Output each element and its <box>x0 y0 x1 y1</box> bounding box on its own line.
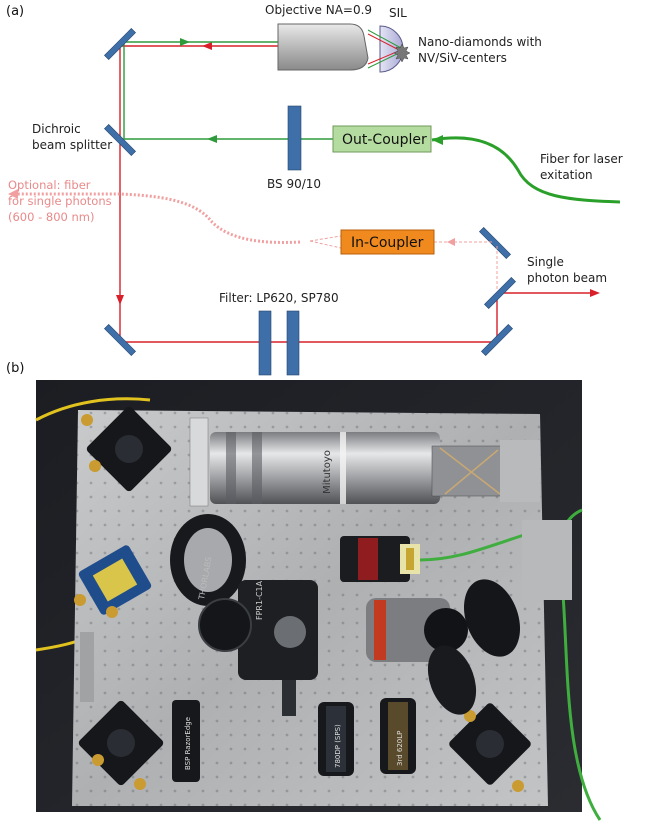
photo-fpr-mount: FPR1-C1A <box>198 580 318 716</box>
mirror-bottom-left <box>104 324 136 356</box>
mirror-top-left <box>104 28 136 60</box>
in-coupler-dashes <box>309 235 498 290</box>
sil-label: SIL <box>389 6 407 20</box>
out-coupler-label: Out-Coupler <box>342 132 427 148</box>
dichroic-beam-splitter <box>104 124 136 156</box>
mirrors <box>104 28 516 356</box>
out-coupler-box <box>332 125 432 153</box>
laser-fiber-arrow <box>432 135 443 145</box>
photo-left-post <box>80 632 94 702</box>
mirror-bottom-right <box>481 324 513 356</box>
nanodiamonds-label-2: NV/SiV-centers <box>418 51 507 65</box>
flip-mirror-single-photon <box>484 277 516 309</box>
photo-mirror-mount-bl <box>78 700 164 790</box>
fiber-laser-label-1: Fiber for laser <box>540 152 623 166</box>
photo-fpr-text: FPR1-C1A <box>255 580 264 620</box>
photo-objective: Mitutoyo <box>189 417 540 507</box>
in-coupler-arrow <box>447 238 455 246</box>
setup-photo: Mitutoyo <box>35 380 602 821</box>
photo-thorlabs-ring: THORLABS <box>170 514 246 606</box>
nanodiamonds-label-1: Nano-diamonds with <box>418 35 542 49</box>
photo-filter3-text: 3rd 620LP <box>396 731 404 766</box>
optional-fiber <box>18 192 301 244</box>
photo-right-bracket <box>522 520 572 600</box>
in-coupler-box <box>340 229 435 255</box>
objective <box>277 23 369 71</box>
photo-lens-holder-1 <box>463 579 521 657</box>
green-arrows <box>180 38 217 143</box>
sil-green-ray-2 <box>367 51 402 69</box>
sil-red-ray-1 <box>367 33 402 52</box>
filter-sp780 <box>286 310 300 376</box>
photo-collimator <box>340 528 541 582</box>
photo-lens <box>366 598 468 662</box>
dichroic-label-1: Dichroic <box>32 122 81 136</box>
red-beam-path <box>119 45 595 343</box>
optional-label-1: Optional: fiber <box>8 178 91 192</box>
laser-fiber <box>431 136 621 204</box>
optional-fiber-arrow <box>8 189 18 199</box>
dichroic-label-2: beam splitter <box>32 138 112 152</box>
photo-lens-holder-2 <box>427 645 477 715</box>
green-beam-path <box>123 41 333 140</box>
photo-objective-brand: Mitutoyo <box>322 450 333 494</box>
bs-label: BS 90/10 <box>267 177 321 191</box>
fiber-laser-label-2: exitation <box>540 168 593 182</box>
filter-lp620 <box>258 310 272 376</box>
panel-a-label: (a) <box>6 4 24 19</box>
photo-mirror-mount-br <box>449 703 531 792</box>
nanodiamond-icon <box>393 43 411 63</box>
panel-b-label: (b) <box>6 361 24 376</box>
single-photon-label-2: photon beam <box>527 271 607 285</box>
photo-filter1-text: BSP RazorEdge <box>184 717 192 770</box>
photo-dichroic-mount <box>74 545 152 618</box>
filter-label: Filter: LP620, SP780 <box>219 291 339 305</box>
photo-filter2-text: 780DP (SPS) <box>334 724 342 768</box>
beam-splitter-90-10 <box>287 105 302 171</box>
photo-filter-1: BSP RazorEdge <box>172 700 200 782</box>
single-photon-label-1: Single <box>527 255 564 269</box>
optional-label-3: (600 - 800 nm) <box>8 210 94 224</box>
photo-filter-2: 780DP (SPS) <box>318 702 354 776</box>
in-coupler-label: In-Coupler <box>351 235 424 251</box>
mirror-in-coupler <box>479 227 511 259</box>
optional-label-2: for single photons <box>8 194 112 208</box>
objective-label: Objective NA=0.9 <box>265 3 372 17</box>
photo-filter-3: 3rd 620LP <box>380 698 416 774</box>
red-arrows <box>116 42 600 305</box>
sil-green-ray-1 <box>367 29 402 49</box>
photo-mirror-mount-tl <box>81 406 172 492</box>
